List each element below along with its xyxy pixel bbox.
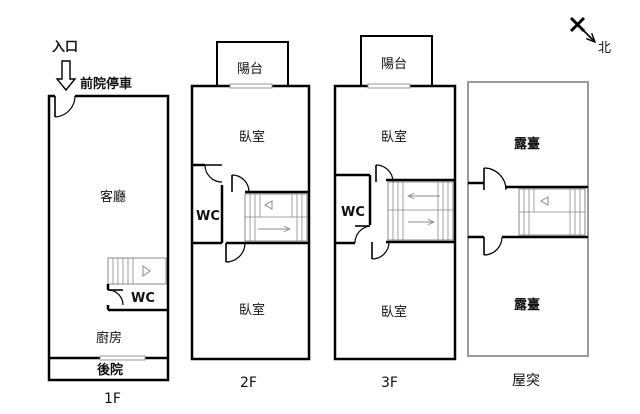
roof-door-icon [483,236,503,256]
floor-2f: 陽台 WC [190,41,311,391]
stair-direction-icon [142,265,151,277]
balcony-label-2f: 陽台 [237,62,263,77]
north-arrow-icon [583,30,595,42]
floor-roof: 露臺 露臺 屋突 [467,81,589,389]
wc-door-icon [204,164,223,183]
front-yard-parking-label: 前院停車 [80,76,132,92]
balcony-label-3f: 陽台 [381,57,407,72]
terrace-back-label: 露臺 [514,297,540,313]
entrance-label: 入口 [52,40,78,55]
roof-outer-wall [467,81,589,357]
staircase-3f [387,181,454,241]
wc-label-3f: WC [341,205,365,220]
bedroom-front-label-2f: 臥室 [239,129,265,145]
balcony-window-3f [367,83,411,89]
roof-stair-enclosure [468,167,588,256]
stair-direction-icon [539,196,549,206]
compass-stroke-b [569,16,586,33]
stair-doors-3f [371,164,455,260]
back-yard-label: 後院 [97,362,123,378]
floor-1f-outer-wall [47,94,170,382]
wc-door-icon [354,225,371,244]
stair-direction-icon [263,200,273,210]
north-label: 北 [598,41,611,56]
wc-label-2f: WC [196,209,220,224]
staircase-2f [244,193,308,242]
living-room-label: 客廳 [100,189,126,205]
floor-1f-caption: 1F [104,391,121,407]
balcony-window-2f [229,83,273,89]
balcony-3f-wall [360,35,433,86]
wc-door-icon [107,289,124,306]
balcony-2f-wall [216,41,289,86]
floor-3f: 陽台 WC [333,35,457,391]
wc-2f [192,163,224,245]
wc-label-1f: WC [131,291,155,306]
terrace-front-label: 露臺 [514,136,540,152]
compass: 北 [569,16,611,56]
bedroom-back-label-3f: 臥室 [381,304,407,320]
bedroom-back-label-2f: 臥室 [239,302,265,318]
staircase-roof [518,188,586,236]
roof-door-icon [483,167,507,191]
floor-1f: 入口 前院停車 WC [47,40,170,407]
kitchen-label: 廚房 [96,330,122,346]
stair-doors-2f [225,174,309,263]
roof-caption: 屋突 [512,373,540,389]
wc-3f [335,173,372,245]
floor-3f-caption: 3F [381,375,398,391]
staircase-1f [107,257,167,285]
entrance-arrow-icon [55,60,77,92]
floor-2f-caption: 2F [240,375,257,391]
bedroom-front-label-3f: 臥室 [381,129,407,145]
entry-door-icon [54,95,76,118]
back-window [99,355,146,361]
wc-1f [106,284,168,312]
